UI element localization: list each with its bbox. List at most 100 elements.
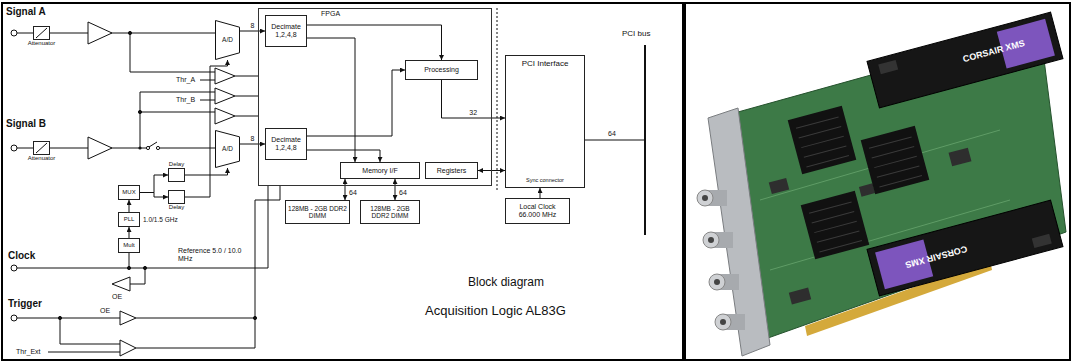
bus-width: 64: [608, 130, 616, 138]
comparator-symbol: [120, 340, 136, 356]
module-sticker: [875, 239, 933, 289]
pll-box: PLL: [118, 212, 140, 227]
memory-module: [867, 200, 1063, 296]
switch-lever: [149, 142, 157, 147]
decimator-box: Decimate 1,2,4,8: [265, 128, 307, 160]
local-clock-box: Local Clock 66.000 MHz: [505, 198, 570, 224]
adc-block: A/D: [215, 130, 240, 168]
heatsink-body: [861, 126, 930, 195]
input-name: Signal B: [6, 118, 46, 129]
wire: [235, 116, 258, 117]
fpga-region: FPGADecimate 1,2,4,8ProcessingDecimate 1…: [258, 8, 492, 186]
delay-box: Delay: [168, 190, 185, 204]
memory-module: [867, 12, 1063, 108]
diagram-caption: Block diagram: [468, 276, 544, 289]
wire: [17, 33, 33, 34]
pci-interface-box: PCI InterfaceSync connector: [505, 55, 585, 188]
node-label: 128MB - 2GB DDR2 DIMM: [363, 205, 417, 219]
frequency-note: 1.0/1.5 GHz: [143, 216, 178, 223]
wire: [130, 33, 215, 72]
heatsink: [801, 191, 870, 260]
wire: [140, 112, 215, 113]
decimator-box: Decimate 1,2,4,8: [265, 15, 307, 47]
dimm-box: 128MB - 2GB DDR2 DIMM: [360, 200, 420, 224]
attenuator-arrow: [36, 143, 47, 153]
node-label: Decimate 1,2,4,8: [268, 23, 304, 38]
heatsink-fins: [809, 202, 862, 252]
signal-connector: [50, 148, 215, 149]
signal-connector: [307, 25, 442, 60]
junction-dot: [253, 316, 256, 319]
wire: [200, 100, 215, 101]
wire: [17, 268, 268, 269]
junction-dot: [138, 146, 141, 149]
amplifier-symbol: [88, 137, 112, 159]
signal-connector: [442, 80, 506, 118]
heatsink: [788, 106, 857, 175]
bnc-connector: [697, 190, 745, 330]
mounting-bracket: [708, 108, 770, 356]
reference-note: Reference 5.0 / 10.0 MHz: [178, 247, 242, 262]
switch-gap: [146, 142, 160, 151]
chip: [769, 178, 789, 194]
buffer-symbol: [112, 277, 130, 291]
heatsink: [861, 126, 930, 195]
amplifier-symbol: [88, 22, 112, 44]
adc-block: A/D: [215, 20, 240, 60]
input-jack: [11, 265, 17, 271]
signal-connector: [129, 227, 130, 238]
wire: [140, 92, 215, 148]
attenuator-box: Attenuator: [33, 26, 50, 40]
attenuator-box: Attenuator: [33, 141, 50, 155]
registers-box: Registers: [425, 162, 478, 179]
wire: [129, 253, 130, 268]
bnc-pin: [708, 237, 714, 243]
enable-name: OE: [100, 307, 110, 315]
heatsink-fins: [796, 117, 849, 167]
node-label: Delay: [169, 161, 184, 168]
module-body: [867, 200, 1063, 296]
wire: [235, 76, 258, 77]
bus-width: 8: [250, 22, 256, 29]
enable-name: OE: [112, 293, 122, 301]
bus-width: 64: [398, 189, 408, 196]
bus-width: 32: [468, 109, 478, 116]
signal-connector: [540, 188, 541, 198]
input-jack: [11, 30, 17, 36]
input-name: Clock: [8, 250, 35, 261]
pci-card-photo: [697, 12, 1066, 356]
bnc-pin: [720, 319, 726, 325]
bnc-face: [715, 314, 731, 330]
wire: [585, 140, 645, 141]
node-label: Processing: [424, 66, 459, 74]
input-jack: [11, 145, 17, 151]
diagram-caption: Acquisition Logic AL83G: [425, 304, 566, 318]
junction-dot: [58, 316, 61, 319]
bnc-face: [703, 232, 719, 248]
heatsink-body: [788, 106, 857, 175]
node-label: Attenuator: [28, 155, 56, 162]
switch-contact: [156, 146, 159, 149]
wire: [17, 318, 120, 319]
node-label: Local Clock 66.000 MHz: [508, 203, 567, 218]
node-label: Attenuator: [28, 40, 56, 47]
threshold-name: Thr_B: [176, 96, 195, 104]
wire: [268, 186, 269, 268]
input-name: Trigger: [8, 298, 42, 309]
bnc-face: [697, 190, 713, 206]
input-jack: [11, 315, 17, 321]
threshold-name: Thr_Ext: [16, 348, 41, 356]
threshold-name: Thr_A: [176, 76, 195, 84]
wire: [235, 96, 258, 97]
module-chip: [1032, 234, 1052, 248]
bus-width: 8: [250, 135, 256, 142]
bnc-pin: [714, 279, 720, 285]
chip: [859, 183, 875, 196]
adc-shape: [216, 21, 240, 60]
node-label: MUX: [122, 189, 135, 196]
module-body: [867, 12, 1063, 108]
node-label: Delay: [169, 204, 184, 211]
signal-connector: [307, 70, 405, 136]
node-label: Registers: [437, 167, 467, 175]
